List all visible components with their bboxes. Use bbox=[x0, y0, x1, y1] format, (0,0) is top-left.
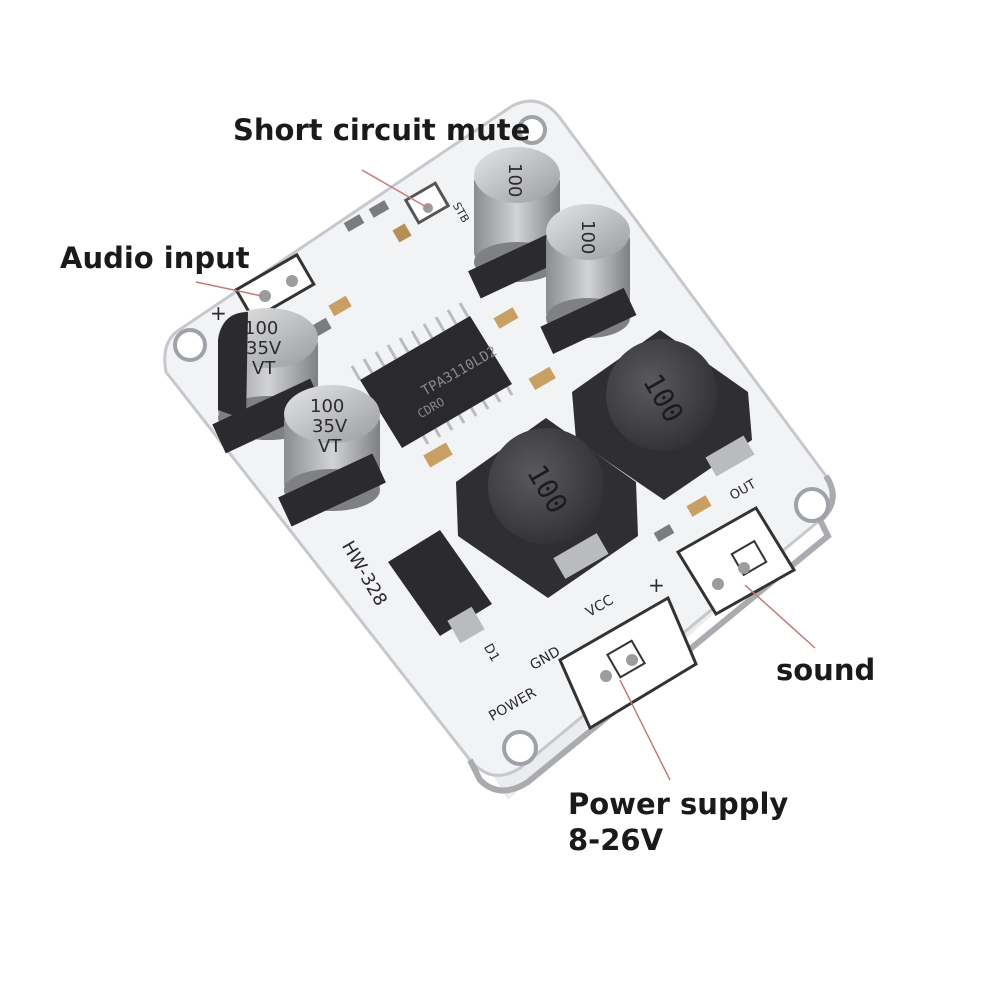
silk-plus: + bbox=[648, 573, 665, 597]
callout-power-label: Power supply bbox=[568, 787, 789, 821]
capacitor-top-2 bbox=[540, 204, 637, 354]
output-terminal bbox=[675, 505, 797, 617]
capacitor-markings: 100 35V VT 100 35V VT 100 100 bbox=[244, 163, 598, 457]
callout-short-circuit-mute: Short circuit mute bbox=[233, 113, 531, 147]
leader-line-mute bbox=[361, 169, 429, 209]
inductor-right bbox=[572, 330, 755, 500]
mounting-hole bbox=[794, 487, 830, 523]
audio-input-terminal bbox=[234, 252, 316, 322]
leader-lines bbox=[195, 169, 816, 781]
leader-line-power bbox=[619, 679, 671, 781]
mounting-holes bbox=[173, 115, 830, 766]
cap-marking: 100 bbox=[504, 163, 525, 197]
capacitor-top-1 bbox=[468, 147, 566, 299]
leader-line-sound bbox=[744, 584, 816, 649]
smd-components bbox=[308, 200, 712, 542]
amplifier-chip bbox=[350, 302, 514, 448]
silk-plus: + bbox=[210, 301, 227, 325]
cap-marking: 35V bbox=[246, 338, 282, 359]
mounting-hole bbox=[517, 115, 547, 145]
mounting-hole bbox=[173, 328, 207, 362]
capacitor-left-2 bbox=[278, 385, 386, 527]
mounting-hole bbox=[502, 730, 538, 766]
callout-voltage: 8-26V bbox=[568, 823, 664, 858]
cap-marking: VT bbox=[252, 358, 276, 379]
callout-sound: sound bbox=[776, 653, 876, 687]
cap-marking: 100 bbox=[244, 318, 278, 339]
power-terminal bbox=[558, 595, 698, 731]
callout-audio-input: Audio input bbox=[60, 241, 250, 275]
inductor-left bbox=[456, 418, 638, 598]
cap-marking: 35V bbox=[312, 416, 348, 437]
cap-marking: VT bbox=[318, 436, 342, 457]
diode-d1 bbox=[388, 530, 492, 644]
stb-pad bbox=[403, 181, 451, 225]
leader-line-audio bbox=[195, 281, 263, 297]
callout-power-supply: Power supply 8-26V bbox=[568, 786, 788, 859]
cap-marking: 100 bbox=[577, 220, 598, 254]
cap-marking: 100 bbox=[310, 396, 344, 417]
